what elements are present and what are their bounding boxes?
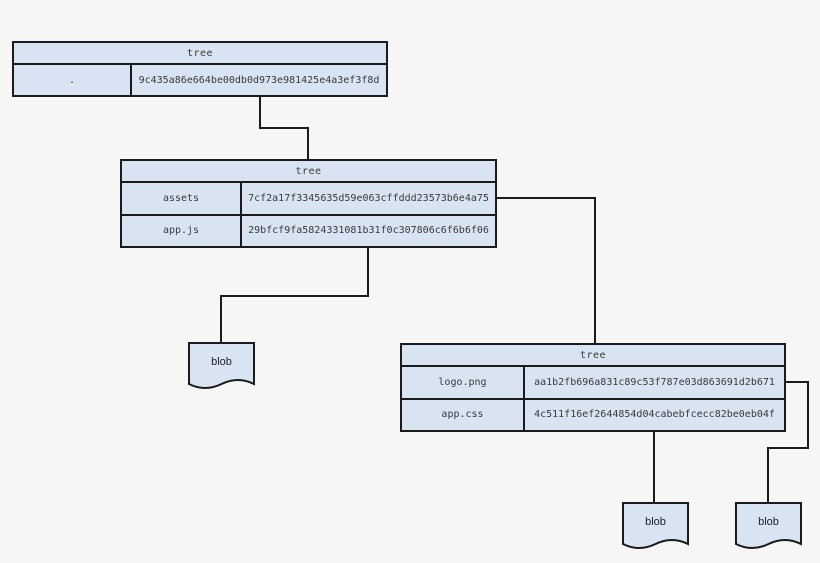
entry-hash-cell: 7cf2a17f3345635d59e063cffddd23573b6e4a75 (248, 192, 489, 204)
entry-name-cell: assets (122, 183, 242, 214)
entry-name-cell: logo.png (402, 367, 525, 398)
entry-hash-cell: aa1b2fb696a831c89c53f787e03d863691d2b671 (534, 376, 775, 388)
entry-name-cell: app.css (402, 399, 525, 430)
entry-name-cell: . (14, 65, 132, 95)
edge-root-to-middle-tree (259, 97, 309, 159)
tree-node-root: tree . 9c435a86e664be00db0d973e981425e4a… (12, 41, 388, 97)
tree-node-title: tree (295, 165, 322, 177)
blob-node-2: blob (622, 502, 689, 558)
blob-label: blob (645, 516, 666, 528)
edge-assets-to-nested-tree (497, 197, 596, 343)
entry-name-cell: app.js (122, 215, 242, 246)
tree-entry-row: app.js 29bfcf9fa5824331081b31f0c307806c6… (122, 213, 495, 246)
tree-node-title: tree (579, 349, 607, 361)
tree-node-nested: tree logo.png aa1b2fb696a831c89c53f787e0… (400, 343, 786, 432)
tree-entry-row: assets 7cf2a17f3345635d59e063cffddd23573… (122, 181, 495, 214)
tree-entry-row: app.css 4c511f16ef2644854d04cabebfcecc82… (402, 397, 784, 430)
tree-node-title: tree (186, 47, 214, 59)
document-shape-icon (622, 502, 689, 549)
blob-label: blob (758, 516, 779, 528)
blob-label: blob (211, 356, 232, 368)
blob-node-3: blob (735, 502, 802, 558)
document-shape-icon (188, 342, 255, 389)
entry-hash-cell: 4c511f16ef2644854d04cabebfcecc82be0eb04f (534, 409, 775, 421)
tree-node-middle: tree assets 7cf2a17f3345635d59e063cffddd… (120, 159, 497, 248)
tree-entry-row: . 9c435a86e664be00db0d973e981425e4a3ef3f… (14, 63, 386, 95)
edge-appjs-to-blob1 (220, 248, 369, 342)
blob-node-1: blob (188, 342, 255, 398)
entry-hash-cell: 29bfcf9fa5824331081b31f0c307806c6f6b6f06 (248, 225, 489, 237)
document-shape-icon (735, 502, 802, 549)
tree-entry-row: logo.png aa1b2fb696a831c89c53f787e03d863… (402, 365, 784, 398)
entry-hash-cell: 9c435a86e664be00db0d973e981425e4a3ef3f8d (138, 74, 380, 86)
